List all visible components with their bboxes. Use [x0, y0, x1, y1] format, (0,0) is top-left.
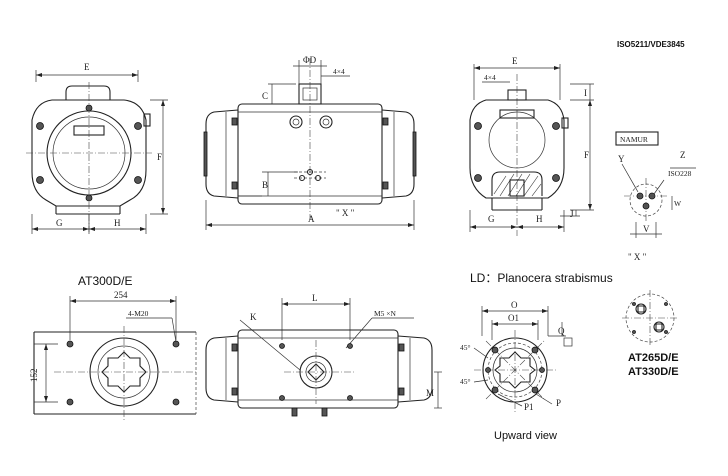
- dim-O1: O1: [508, 313, 519, 323]
- model-label-at300: AT300D/E: [78, 274, 133, 288]
- alt-flange-pattern: [622, 290, 678, 346]
- dim-I: I: [584, 88, 587, 98]
- ld-note-label: LD：Planocera strabismus: [470, 271, 613, 285]
- dim-F: F: [157, 152, 162, 162]
- end-view-right: E 4×4: [469, 56, 594, 236]
- dim-Q: Q: [558, 326, 565, 336]
- dim-M: M: [426, 388, 434, 398]
- dim-A: A: [308, 214, 315, 224]
- dim-Z: Z: [680, 150, 686, 160]
- dim-4x4-2: 4×4: [484, 73, 496, 82]
- dim-254: 254: [114, 290, 128, 300]
- model-label-at265: AT265D/E: [628, 352, 679, 364]
- dim-G2: G: [488, 214, 495, 224]
- dim-H: H: [114, 218, 121, 228]
- namur-detail: NAMUR Y Z ISO228 W V " X ": [615, 131, 696, 262]
- dim-X-side: " X ": [336, 208, 355, 218]
- dim-phiD: ΦD: [303, 55, 317, 65]
- dim-4-M20: 4-M20: [128, 309, 149, 318]
- dim-G: G: [56, 218, 63, 228]
- standard-label: ISO5211/VDE3845: [617, 40, 685, 49]
- upward-view: O O1 Q: [460, 300, 573, 412]
- dim-M5xN: M5 ×N: [374, 309, 397, 318]
- iso0228-label: ISO228: [668, 169, 692, 178]
- dim-45-upper: 45°: [460, 343, 471, 352]
- dim-H2: H: [536, 214, 543, 224]
- dim-K: K: [250, 312, 257, 322]
- model-label-at330: AT330D/E: [628, 366, 679, 378]
- side-view-bottom: L K M5 ×N: [205, 293, 442, 417]
- upward-view-label: Upward view: [494, 430, 557, 442]
- dim-O: O: [511, 300, 518, 310]
- dim-L: L: [312, 293, 318, 303]
- dim-V: V: [643, 224, 650, 234]
- dim-P1: P1: [524, 402, 534, 412]
- dim-J: J: [570, 209, 574, 219]
- flange-view-left: 254 4-M20 152: [29, 290, 197, 420]
- dim-E: E: [84, 62, 90, 72]
- dim-P: P: [556, 398, 561, 408]
- dim-C: C: [262, 91, 268, 101]
- dim-45-lower: 45°: [460, 377, 471, 386]
- dim-Y: Y: [618, 154, 625, 164]
- side-view-top: ΦD 4×4 C: [203, 55, 417, 230]
- dim-152: 152: [29, 369, 39, 383]
- dim-B: B: [262, 180, 268, 190]
- namur-label: NAMUR: [620, 135, 648, 144]
- dim-F2: F: [584, 150, 589, 160]
- dim-X-namur: " X ": [628, 252, 647, 262]
- dim-W: W: [674, 199, 682, 208]
- hatch-section: [493, 173, 542, 197]
- dim-E2: E: [512, 56, 518, 66]
- dim-4x4: 4×4: [333, 67, 345, 76]
- end-view-left: E: [26, 62, 168, 234]
